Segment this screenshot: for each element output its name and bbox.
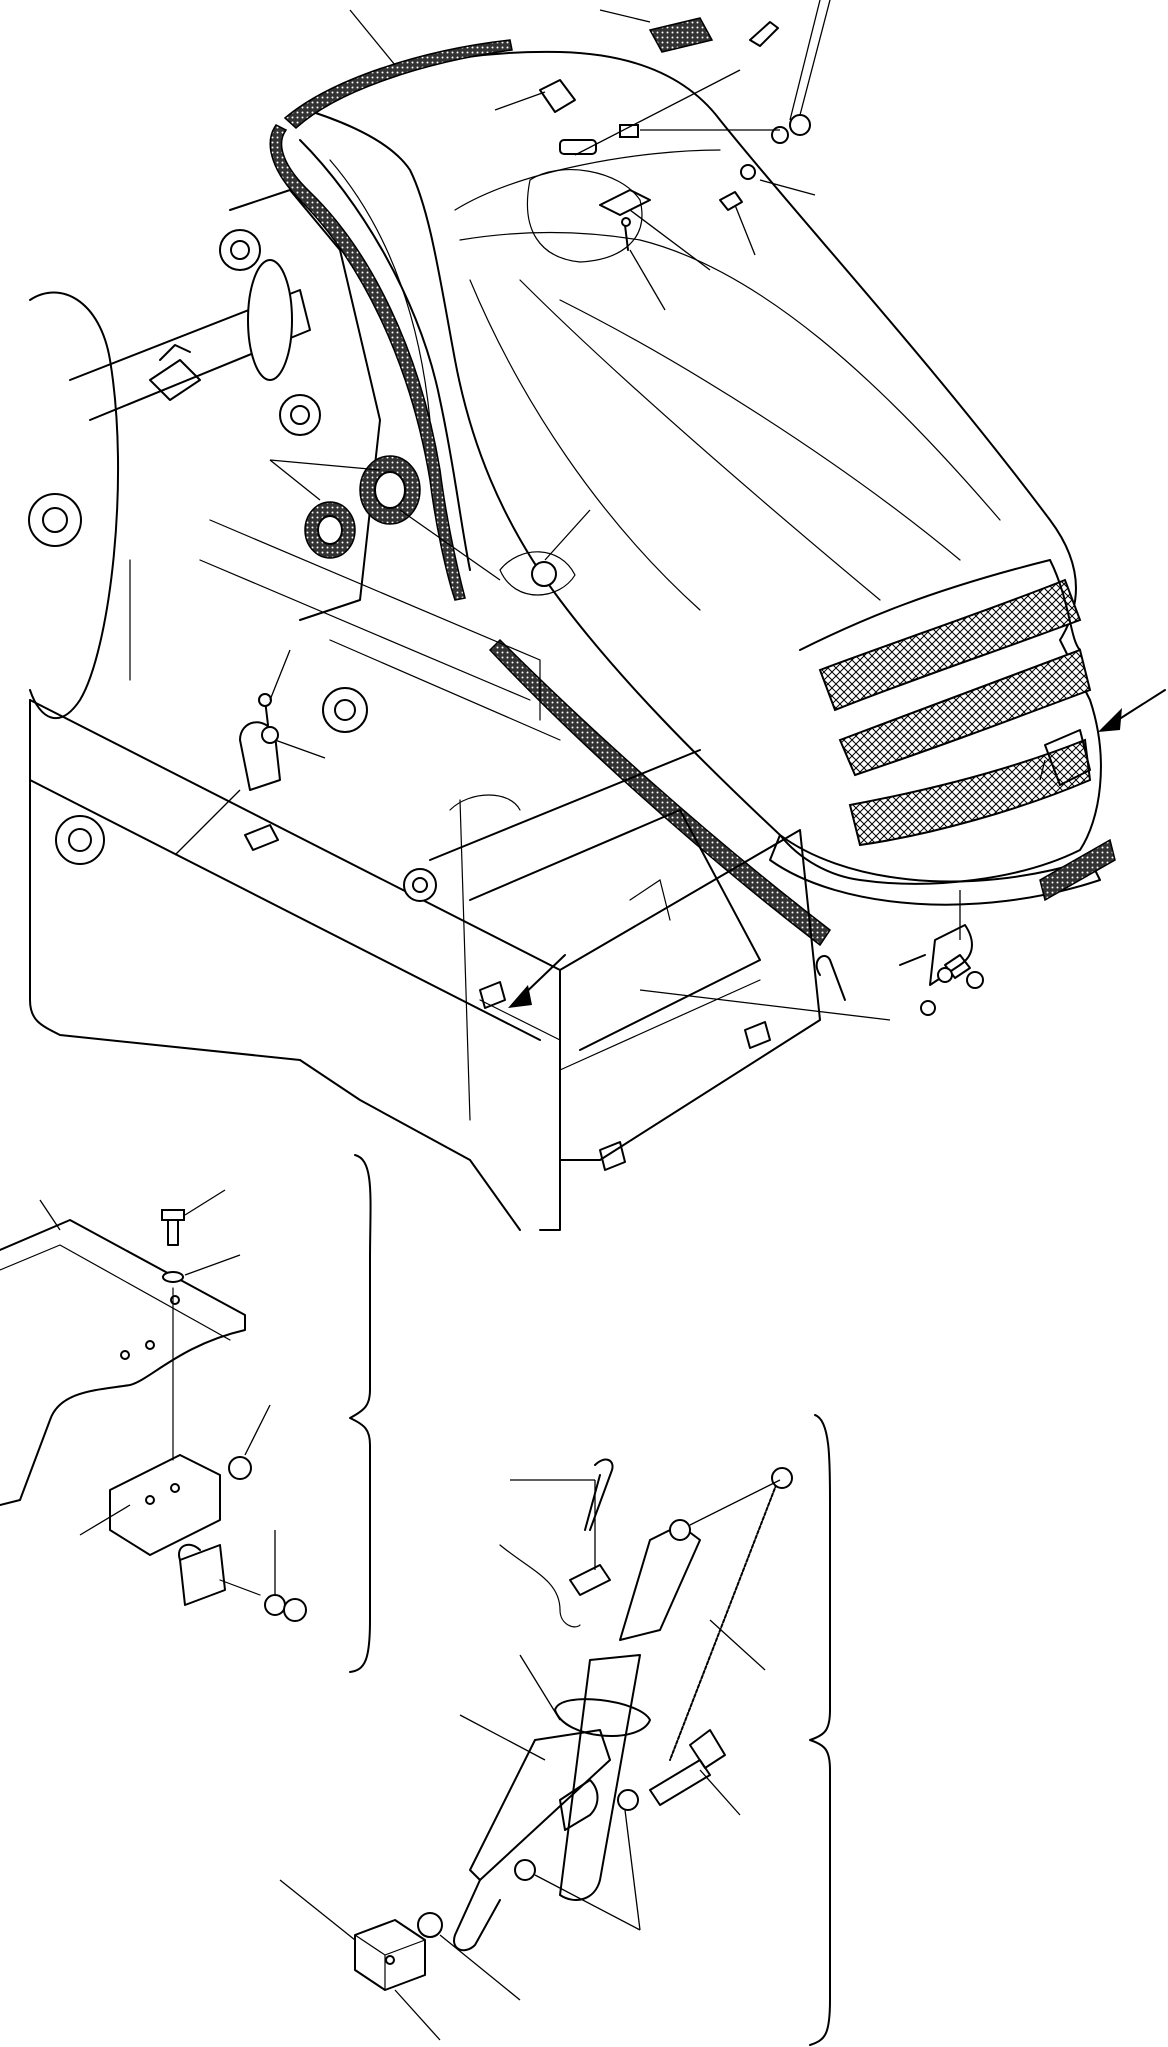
inset-detail-right	[354, 1414, 831, 2046]
callout-arrows	[508, 689, 1166, 1008]
engine-hood	[299, 50, 1116, 906]
frame-clamp-bracket	[239, 693, 281, 851]
chassis-frame	[28, 189, 821, 1231]
hood-latch-hardware	[499, 17, 811, 596]
hood-top-seal	[269, 39, 513, 601]
front-latch-parts	[815, 729, 1091, 1016]
callout-leader-lines	[39, 0, 1046, 2041]
grommets	[304, 455, 421, 559]
hood-side-seal	[488, 638, 832, 947]
inset-detail-left	[0, 1154, 372, 1673]
